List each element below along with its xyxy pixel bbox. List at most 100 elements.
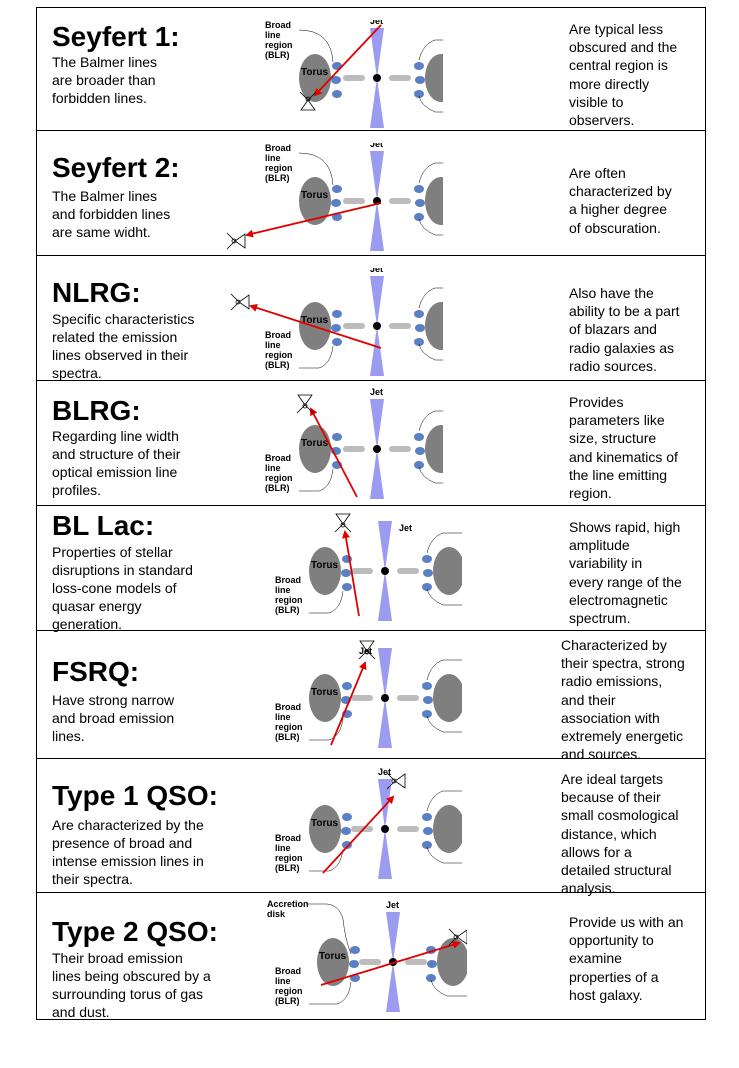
blr-cloud	[350, 946, 360, 954]
blr-cloud	[414, 338, 424, 346]
row-bl-lac: BL Lac: Properties of stellar disruption…	[37, 505, 705, 632]
smbh-dot	[381, 825, 389, 833]
observer-icon	[299, 91, 317, 111]
leader-line	[426, 715, 462, 733]
observer-icon	[230, 293, 250, 311]
agn-diagram: TorusJetAccretiondiskSMBHBroadlineregion…	[265, 387, 443, 499]
row-note: Provide us with an opportunity to examin…	[569, 914, 684, 1003]
blr-label: (BLR)	[275, 863, 300, 873]
torus-label: Torus	[301, 190, 328, 201]
blr-cloud	[422, 682, 432, 690]
row-type-2-qso: Type 2 QSO: Their broad emission lines b…	[37, 892, 705, 1021]
jet-cone-top	[370, 151, 384, 201]
row-title: Seyfert 1:	[52, 21, 180, 52]
torus-left	[309, 547, 341, 595]
leader-line	[298, 152, 334, 186]
blr-label: Broad	[275, 575, 301, 585]
leader-line	[299, 468, 334, 492]
row-description: Regarding line width and structure of th…	[52, 428, 181, 498]
blr-label: line	[275, 712, 291, 722]
accretion-disk-right	[389, 323, 411, 329]
row-seyfert-1: Seyfert 1: The Balmer lines are broader …	[37, 8, 705, 130]
row-note: Are ideal targets because of their small…	[561, 771, 679, 897]
jet-label: Jet	[370, 268, 383, 274]
row-note: Are typical less obscured and the centra…	[569, 21, 678, 129]
leader-line	[426, 846, 462, 864]
row-note: Are often characterized by a higher degr…	[569, 165, 672, 236]
accretion-disk-left	[351, 568, 373, 574]
leader-line	[309, 717, 344, 741]
smbh-dot	[381, 694, 389, 702]
blr-cloud	[342, 682, 352, 690]
blr-label: Broad	[275, 966, 301, 976]
leader-line	[418, 410, 443, 432]
blr-label: (BLR)	[275, 605, 300, 615]
blr-cloud	[415, 447, 425, 455]
leader-line	[418, 39, 443, 61]
blr-cloud	[341, 827, 351, 835]
row-title: Seyfert 2:	[52, 152, 180, 183]
agn-diagram: TorusJetAccretiondiskSMBHBroadlineregion…	[230, 268, 443, 376]
accretion-disk-right	[397, 568, 419, 574]
agn-diagram: TorusJetAccretiondiskSMBHBroadlineregion…	[267, 899, 467, 1012]
line-of-sight-arrow	[342, 530, 360, 617]
blr-label: region	[275, 986, 303, 996]
leader-line	[309, 590, 344, 614]
torus-label: Torus	[311, 560, 338, 571]
blr-cloud	[414, 213, 424, 221]
blr-cloud	[331, 76, 341, 84]
agn-diagram: TorusJetAccretiondiskSMBHBroadlineregion…	[226, 143, 443, 251]
jet-cone-top	[378, 779, 392, 829]
blr-label: region	[275, 722, 303, 732]
row-description: Are characterized by the presence of bro…	[52, 817, 204, 887]
accretion-disk-left	[343, 198, 365, 204]
blr-cloud	[414, 185, 424, 193]
smbh-dot	[373, 74, 381, 82]
accretion-disk-left	[343, 323, 365, 329]
row-seyfert-2: Seyfert 2: The Balmer lines and forbidde…	[37, 130, 705, 255]
observer-icon	[358, 640, 376, 660]
blr-cloud	[422, 841, 432, 849]
jet-cone-bottom	[378, 829, 392, 879]
leader-line	[418, 95, 443, 113]
torus-label: Torus	[319, 951, 346, 962]
blr-label: line	[265, 340, 281, 350]
row-title: Type 1 QSO:	[52, 780, 218, 811]
blr-label: region	[265, 163, 293, 173]
observer-icon	[226, 232, 246, 250]
row-title: FSRQ:	[52, 656, 140, 687]
torus-right	[437, 938, 467, 986]
jet-cone-top	[370, 28, 384, 78]
blr-cloud	[341, 569, 351, 577]
leader-line	[426, 588, 462, 606]
jet-label: Jet	[378, 767, 391, 777]
torus-label: Torus	[311, 687, 338, 698]
torus-right	[425, 177, 443, 225]
blr-cloud	[414, 433, 424, 441]
line-of-sight-arrow	[245, 202, 382, 238]
leader-line	[309, 981, 352, 1005]
row-description: The Balmer lines and forbidden lines are…	[52, 188, 171, 240]
blr-label: Broad	[275, 702, 301, 712]
jet-label: Jet	[370, 143, 383, 149]
smbh-dot	[373, 445, 381, 453]
blr-cloud	[422, 813, 432, 821]
accretion-disk-right	[397, 826, 419, 832]
leader-line	[307, 903, 352, 955]
leader-line	[418, 162, 443, 184]
row-title: BLRG:	[52, 395, 141, 426]
blr-label: (BLR)	[265, 483, 290, 493]
blr-cloud	[332, 90, 342, 98]
jet-cone-top	[378, 521, 392, 571]
torus-label: Torus	[301, 315, 328, 326]
blr-cloud	[331, 324, 341, 332]
blr-label: Broad	[265, 453, 291, 463]
line-of-sight-arrow	[249, 304, 382, 349]
blr-label: line	[265, 463, 281, 473]
row-note: Shows rapid, high amplitude variability …	[569, 519, 682, 627]
jet-cone-bottom	[370, 449, 384, 499]
row-description: Their broad emission lines being obscure…	[52, 950, 211, 1020]
row-description: The Balmer lines are broader than forbid…	[52, 54, 158, 106]
row-title: Type 2 QSO:	[52, 916, 218, 947]
jet-cone-bottom	[386, 962, 400, 1012]
